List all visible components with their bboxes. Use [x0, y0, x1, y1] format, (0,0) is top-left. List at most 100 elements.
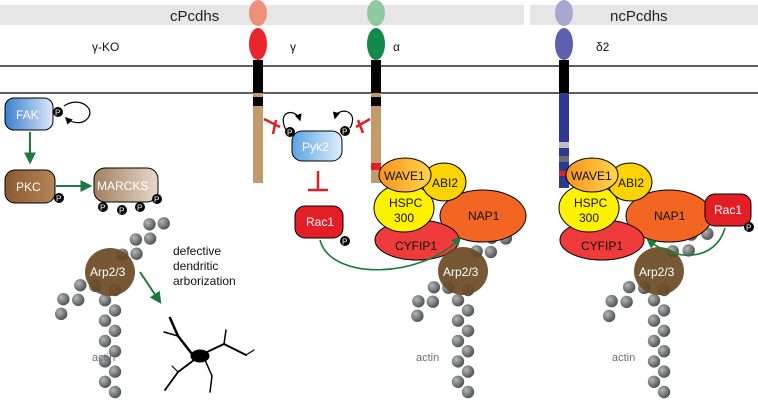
defective-line1: defective	[173, 244, 221, 258]
rac1-mid-node: Rac1 P	[294, 205, 350, 247]
inhibit-pyk2-rac1	[308, 171, 328, 192]
arp23-right-label: Arp2/3	[639, 265, 675, 279]
hspc-right-line2: 300	[579, 211, 599, 225]
actin-bead	[54, 307, 68, 321]
actin-bead	[461, 304, 475, 317]
header-bar-ncpcdhs	[530, 5, 758, 25]
actin-bead	[657, 385, 671, 399]
actin-bead	[657, 365, 671, 378]
pyk2-phospho-right: P	[342, 128, 347, 137]
actin-bead	[451, 375, 465, 388]
marcks-label: MARCKS	[97, 179, 148, 193]
actin-bead	[461, 345, 475, 358]
actin-bead	[602, 309, 616, 323]
actin-filament-left	[54, 217, 170, 399]
actin-bead	[71, 293, 85, 307]
abi2-mid-label: ABI2	[432, 176, 458, 190]
abi2-right-label: ABI2	[618, 176, 644, 190]
neuron-icon	[163, 316, 255, 393]
label-gamma: γ	[290, 40, 296, 54]
label-delta2: δ2	[596, 40, 610, 54]
actin-bead	[451, 314, 465, 327]
actin-bead	[647, 334, 661, 348]
actin-bead	[484, 245, 498, 259]
actin-bead	[411, 309, 424, 322]
actin-bead	[108, 324, 122, 337]
actin-bead	[98, 314, 112, 327]
actin-mid-label: actin	[416, 352, 439, 364]
label-alpha: α	[393, 40, 400, 54]
actin-bead	[108, 345, 122, 358]
actin-bead	[647, 314, 661, 327]
header-ncpcdhs: ncPcdhs	[610, 8, 668, 25]
rac1-right-phospho: P	[746, 224, 751, 233]
actin-bead	[451, 334, 465, 348]
arp23-left: Arp2/3	[85, 248, 135, 296]
alpha-pcdh	[367, 0, 385, 183]
rac1-right-node: Rac1 P	[704, 193, 754, 233]
fak-label: FAK	[16, 108, 39, 122]
arp23-mid-label: Arp2/3	[443, 265, 479, 279]
hspc-right-line1: HSPC	[574, 196, 608, 210]
actin-bead	[129, 233, 143, 246]
actin-bead	[412, 295, 425, 308]
actin-bead	[98, 334, 112, 348]
actin-bead	[461, 324, 475, 337]
actin-bead	[620, 295, 633, 309]
actin-bead	[622, 280, 636, 294]
arp23-right: Arp2/3	[634, 247, 684, 295]
inhibit-gamma-pyk2	[263, 117, 281, 135]
label-gamma-ko: γ-KO	[92, 40, 119, 54]
actin-bead	[108, 365, 122, 378]
actin-bead	[98, 355, 112, 368]
actin-bead	[461, 365, 475, 378]
defective-line3: arborization	[173, 274, 236, 288]
marcks-phospho-2: P	[119, 207, 124, 216]
cyfip1-right-label: CYFIP1	[581, 239, 623, 253]
actin-bead	[57, 292, 70, 306]
wave1-mid-label: WAVE1	[384, 169, 425, 183]
actin-bead	[461, 385, 475, 399]
rac1-mid-label: Rac1	[306, 215, 334, 229]
wave-complex-mid: WAVE1 ABI2 HSPC 300 NAP1 CYFIP1	[373, 157, 527, 261]
actin-bead	[682, 244, 695, 257]
actin-bead	[98, 375, 112, 388]
actin-left-label: actin	[92, 352, 115, 364]
delta2-pcdh	[555, 0, 573, 188]
fak-phospho: P	[55, 109, 60, 118]
pyk2-node: Pyk2 P P	[282, 110, 353, 162]
actin-bead	[647, 375, 661, 388]
actin-bead	[157, 217, 170, 230]
actin-bead	[143, 232, 157, 245]
nap1-mid-label: NAP1	[468, 209, 500, 223]
cyfip1-mid-label: CYFIP1	[395, 239, 437, 253]
actin-bead	[108, 385, 122, 399]
actin-bead	[143, 218, 156, 231]
inhibit-alpha-pyk2	[355, 117, 371, 134]
arp23-mid: Arp2/3	[438, 247, 488, 295]
marcks-phospho-1: P	[100, 204, 105, 213]
rac1-mid-phospho: P	[342, 238, 347, 247]
marcks-node: MARCKS P P P P	[93, 167, 162, 216]
actin-bead	[657, 304, 671, 317]
wave1-right-label: WAVE1	[571, 169, 612, 183]
gamma-pcdh	[249, 0, 267, 183]
arrow-rac1-arp23-mid	[319, 236, 462, 271]
arrow-rac1-arp23-right	[646, 227, 726, 257]
pyk2-label: Pyk2	[302, 140, 329, 154]
marcks-phospho-4: P	[154, 196, 159, 205]
actin-bead	[647, 294, 661, 307]
actin-bead	[647, 355, 661, 368]
pkc-phospho: P	[56, 195, 61, 204]
pkc-node: PKC P	[4, 169, 64, 204]
defective-line2: dendritic	[173, 259, 218, 273]
pyk2-phospho-left: P	[287, 129, 292, 138]
arp23-left-label: Arp2/3	[90, 265, 126, 279]
actin-bead	[605, 294, 618, 308]
pkc-label: PKC	[16, 180, 41, 194]
fak-node: FAK P	[4, 97, 91, 131]
marcks-phospho-3: P	[137, 204, 142, 213]
hspc-mid-line2: 300	[394, 211, 414, 225]
actin-right-label: actin	[612, 352, 635, 364]
